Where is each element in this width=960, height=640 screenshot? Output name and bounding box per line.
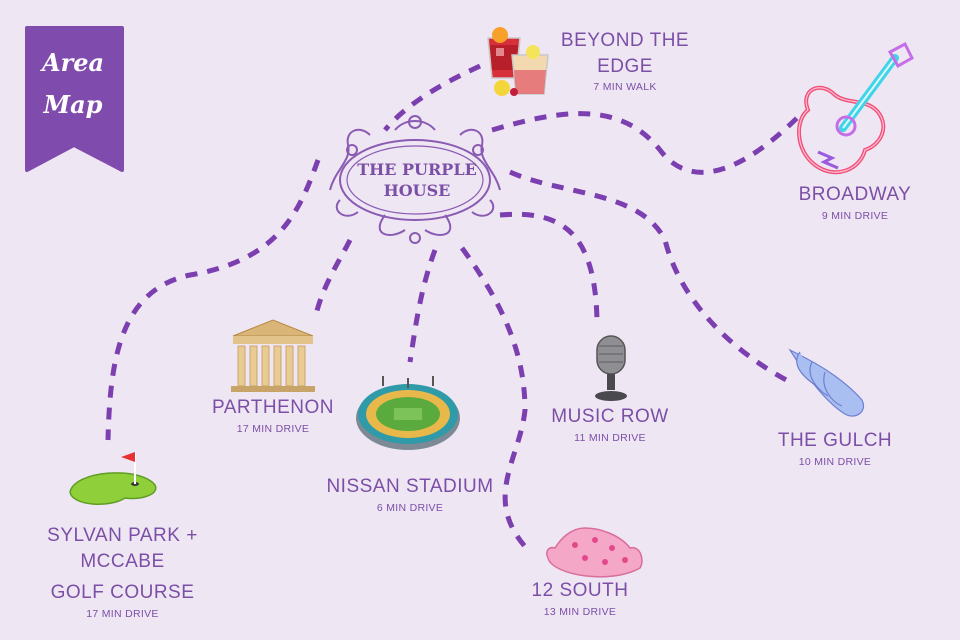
- destination-distance: 9 MIN DRIVE: [821, 209, 889, 222]
- destination-the-gulch[interactable]: THE GULCH 10 MIN DRIVE: [770, 428, 900, 468]
- parthenon-icon: [231, 319, 315, 392]
- destination-distance: 17 MIN DRIVE: [86, 607, 159, 620]
- destination-name: THE GULCH: [777, 430, 893, 451]
- destination-music-row[interactable]: MUSIC ROW 11 MIN DRIVE: [540, 404, 680, 444]
- purple-house-line2: House: [383, 180, 451, 200]
- destination-name: PARTHENON: [211, 397, 335, 418]
- wings-icon: [788, 348, 865, 417]
- area-map-title-line2: Map: [43, 90, 103, 119]
- routes: [105, 63, 802, 554]
- purple-house-label: The Purple House: [352, 160, 482, 202]
- destination-name: BROADWAY: [798, 184, 912, 205]
- route-parthenon: [312, 238, 353, 321]
- neon-guitar-icon: [796, 41, 914, 175]
- destination-beyond-the-edge[interactable]: BEYOND THE EDGE 7 MIN WALK: [535, 28, 715, 93]
- purple-house-frame: [329, 115, 501, 244]
- route-sylvan-park: [105, 159, 321, 441]
- route-music-row: [499, 211, 600, 321]
- cocktails-icon: [487, 27, 549, 96]
- route-the-gulch: [508, 169, 792, 385]
- destination-12-south[interactable]: 12 SOUTH 13 MIN DRIVE: [520, 578, 640, 618]
- cowboy-hat-icon: [546, 527, 643, 578]
- area-map-title-line1: Area: [41, 48, 105, 77]
- destination-distance: 17 MIN DRIVE: [236, 422, 310, 435]
- destination-parthenon[interactable]: PARTHENON 17 MIN DRIVE: [208, 395, 338, 435]
- destination-name: BEYOND THE EDGE: [560, 30, 690, 77]
- destination-nissan-stadium[interactable]: NISSAN STADIUM 6 MIN DRIVE: [325, 474, 495, 514]
- destination-name: NISSAN STADIUM: [326, 476, 494, 497]
- route-nissan-stadium: [407, 249, 438, 363]
- golf-green-icon: [69, 452, 157, 505]
- destination-distance: 10 MIN DRIVE: [798, 455, 872, 468]
- destination-broadway[interactable]: BROADWAY 9 MIN DRIVE: [790, 182, 920, 222]
- destination-sylvan-park[interactable]: SYLVAN PARK + MCCABE GOLF COURSE 17 MIN …: [5, 523, 240, 620]
- destination-distance: 7 MIN WALK: [593, 81, 657, 94]
- destination-distance: 6 MIN DRIVE: [376, 501, 444, 514]
- purple-house-line1: The Purple: [357, 160, 477, 179]
- destination-distance: 11 MIN DRIVE: [574, 431, 646, 444]
- stadium-icon: [356, 376, 460, 450]
- destination-name-line2: GOLF COURSE: [50, 582, 195, 604]
- destination-name: 12 SOUTH: [531, 580, 629, 601]
- route-12-south: [459, 246, 532, 554]
- route-beyond-the-edge: [383, 63, 482, 132]
- destination-name-line1: SYLVAN PARK + MCCABE: [47, 525, 198, 572]
- destination-distance: 13 MIN DRIVE: [543, 605, 617, 618]
- route-broadway: [491, 111, 802, 175]
- destination-name: MUSIC ROW: [551, 406, 669, 427]
- area-map-banner: [25, 26, 124, 172]
- microphone-icon: [595, 335, 627, 401]
